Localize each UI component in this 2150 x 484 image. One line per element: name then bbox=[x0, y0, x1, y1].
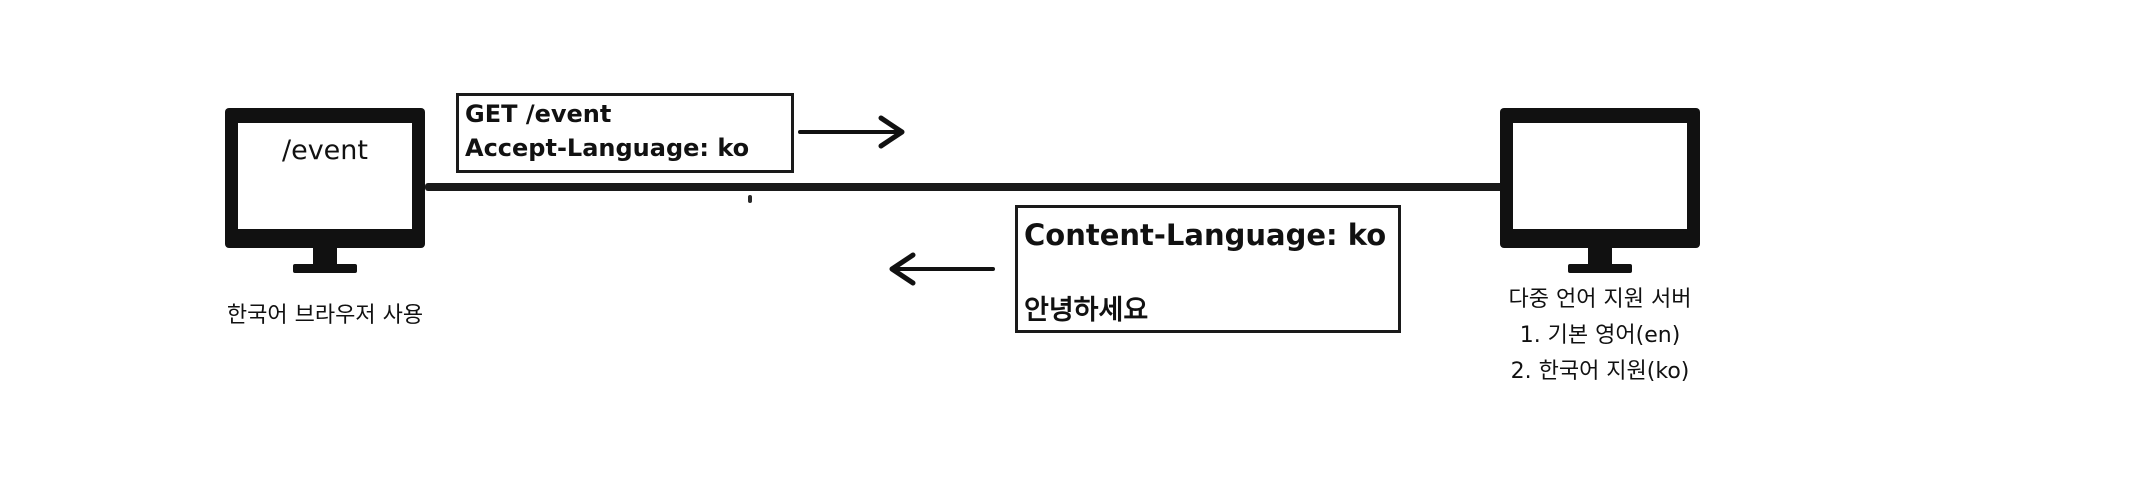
server-monitor-base bbox=[1568, 264, 1632, 273]
client-monitor-neck bbox=[313, 248, 337, 266]
client-monitor-base bbox=[293, 264, 357, 273]
request-line-2: Accept-Language: ko bbox=[465, 134, 750, 162]
server-monitor-neck bbox=[1588, 248, 1612, 266]
client-caption: 한국어 브라우저 사용 bbox=[226, 303, 424, 328]
line-speck bbox=[748, 195, 752, 203]
client-monitor-screen: /event bbox=[238, 123, 412, 229]
response-message-box: Content-Language: ko 안녕하세요 bbox=[1015, 205, 1401, 333]
request-line-1: GET /event bbox=[465, 100, 612, 128]
client-screen-text: /event bbox=[282, 135, 368, 166]
server-monitor-screen bbox=[1513, 123, 1687, 229]
server-caption-line-1: 다중 언어 지원 서버 bbox=[1508, 287, 1692, 312]
connection-line bbox=[425, 183, 1509, 191]
response-body: 안녕하세요 bbox=[1024, 295, 1149, 326]
server-caption-line-3: 2. 한국어 지원(ko) bbox=[1510, 359, 1690, 384]
response-header: Content-Language: ko bbox=[1024, 218, 1387, 252]
request-message-box: GET /event Accept-Language: ko bbox=[456, 93, 794, 173]
server-caption-line-2: 1. 기본 영어(en) bbox=[1519, 323, 1681, 348]
